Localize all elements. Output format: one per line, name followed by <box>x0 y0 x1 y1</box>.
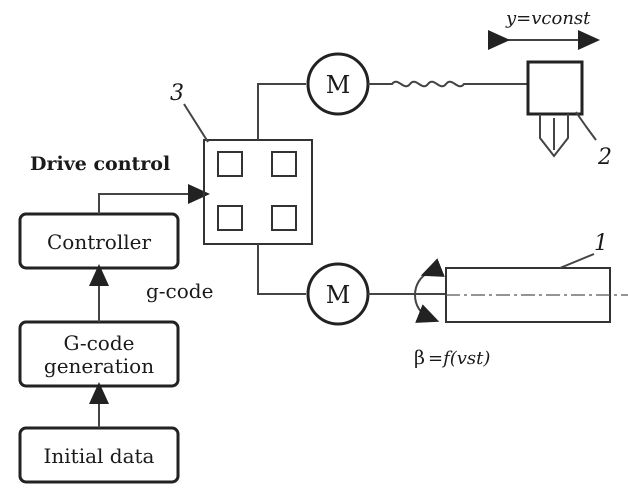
drive-to-bottom-motor-line <box>257 244 306 295</box>
beta-symbol: β <box>414 347 425 369</box>
drive-to-top-motor-line <box>257 83 306 140</box>
gcode-generation-label-line1: G-code <box>64 331 135 355</box>
controller-label: Controller <box>47 230 151 254</box>
drive-control-label: Drive control <box>30 153 170 175</box>
gcode-generation-label-line2: generation <box>44 354 154 378</box>
gcode-label: g-code <box>146 279 213 303</box>
label-1: 1 <box>594 231 608 256</box>
leader-3 <box>183 103 209 143</box>
label-2: 2 <box>597 145 612 170</box>
rotation-arrow <box>414 258 445 323</box>
drive-cell-4 <box>271 205 297 231</box>
drive-cell-1 <box>217 151 243 177</box>
label-3: 3 <box>170 81 184 106</box>
leader-1 <box>559 253 595 269</box>
drive-cell-3 <box>217 205 243 231</box>
beta-formula: =f(vst) <box>428 348 490 369</box>
controller-to-drive-line <box>98 184 210 214</box>
tool-head <box>526 60 584 116</box>
top-motor-label: M <box>326 71 351 99</box>
flexible-shaft <box>368 80 528 88</box>
y-formula-label: y=vconst <box>505 8 591 29</box>
initial-data-label: Initial data <box>44 444 155 468</box>
tool-tip <box>539 114 569 158</box>
drive-cell-2 <box>271 151 297 177</box>
bottom-motor-label: M <box>326 281 351 309</box>
leader-2 <box>575 111 597 141</box>
